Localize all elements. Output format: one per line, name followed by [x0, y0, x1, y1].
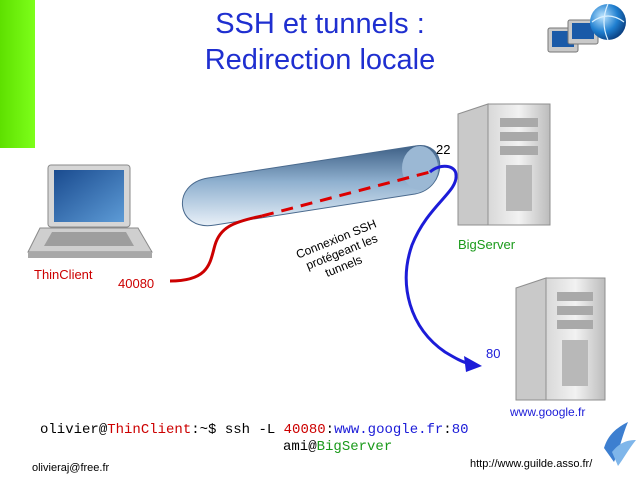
title-line-2: Redirection locale — [204, 44, 436, 76]
google-label: www.google.fr — [509, 405, 585, 419]
ssh-port-label: 22 — [436, 142, 450, 157]
command-colon: : — [325, 422, 335, 438]
author-email: olivieraj@free.fr — [32, 462, 110, 474]
title-line-1: SSH et tunnels : — [215, 8, 425, 40]
command-remote-port: 80 — [451, 422, 469, 438]
server-icon — [515, 277, 606, 401]
guilde-logo-icon — [604, 422, 636, 466]
server-icon — [457, 103, 551, 226]
command-remote-host: www.google.fr — [334, 422, 444, 438]
command-host: ThinClient — [107, 422, 192, 438]
command-local-port: 40080 — [283, 422, 326, 438]
client-port-label: 40080 — [118, 276, 154, 291]
tunnel-caption: Connexion SSH protégeant les tunnels — [294, 217, 380, 280]
client-connection-line — [169, 214, 263, 283]
command-colon: : — [443, 422, 452, 438]
command-at: @ — [308, 439, 317, 455]
command-user: olivier — [40, 422, 99, 438]
command-login-user: ami — [283, 439, 309, 455]
forward-connection-line — [404, 164, 471, 366]
command-login-host: BigServer — [316, 439, 393, 455]
arrow-head-icon — [464, 356, 482, 372]
command-at: @ — [98, 422, 108, 438]
command-line-2: ami@BigServer — [40, 439, 469, 456]
thinclient-label: ThinClient — [34, 267, 93, 282]
network-globe-icon — [547, 3, 626, 53]
ssh-command: olivier@ThinClient:~$ ssh -L 40080:www.g… — [40, 422, 469, 456]
command-line-1: olivier@ThinClient:~$ ssh -L 40080:www.g… — [40, 422, 469, 439]
web-port-label: 80 — [486, 346, 500, 361]
slide-title: SSH et tunnels : Redirection locale — [120, 6, 520, 78]
tunnel-dashed-line — [261, 170, 431, 218]
bigserver-label: BigServer — [458, 237, 516, 252]
ssh-tunnel — [182, 145, 441, 227]
laptop-icon — [27, 164, 153, 258]
green-accent-bar — [0, 0, 35, 148]
site-url: http://www.guilde.asso.fr/ — [470, 458, 593, 470]
command-prompt: :~$ ssh -L — [191, 422, 284, 438]
